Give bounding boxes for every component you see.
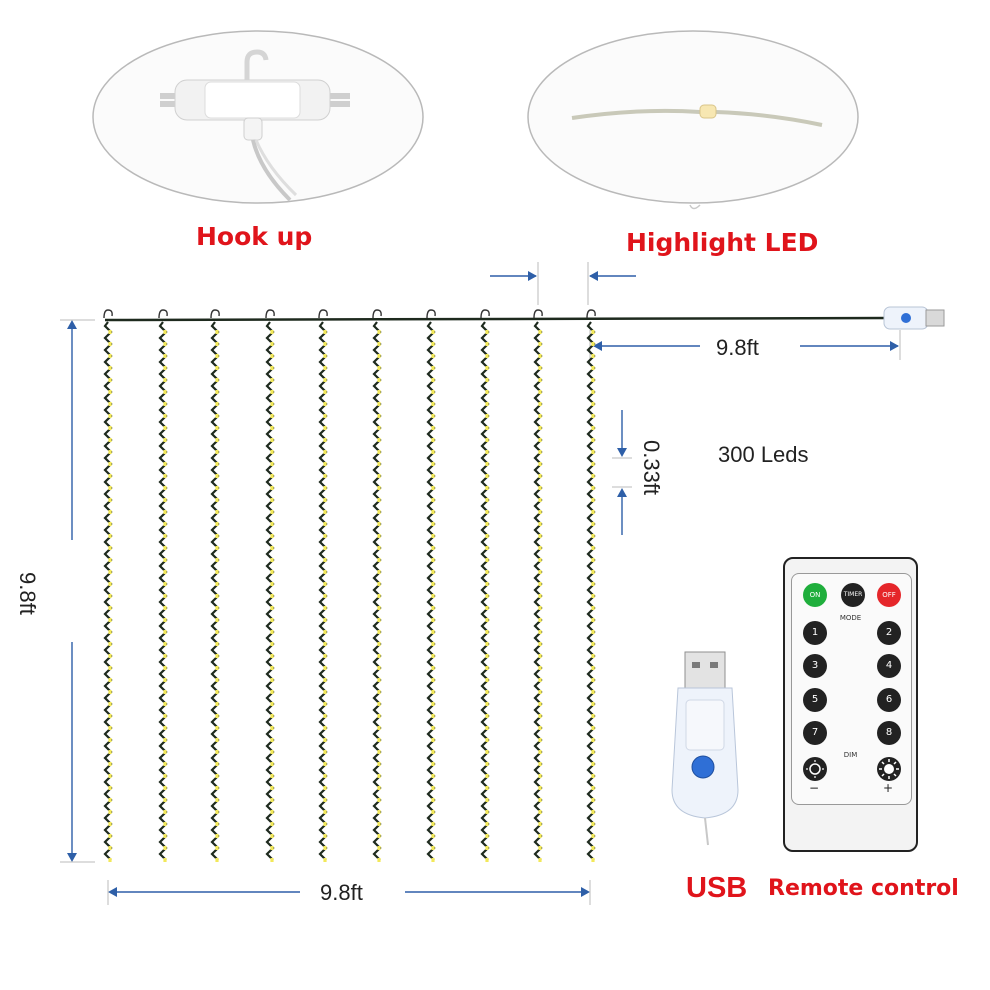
strand-hook-icon	[210, 309, 220, 319]
usb-controller-icon	[671, 651, 739, 846]
curtain-width-label: 9.8ft	[320, 880, 363, 905]
arrow-head-icon	[581, 887, 590, 897]
arrow-head-icon	[589, 271, 598, 281]
arrow-head-icon	[528, 271, 537, 281]
on-button[interactable]: ON	[803, 583, 827, 607]
led-strand	[426, 321, 436, 862]
dim-label: DIM	[843, 751, 858, 759]
usb-label: USB	[686, 872, 748, 904]
arrow-head-icon	[67, 320, 77, 329]
arrow-head-icon	[890, 341, 899, 351]
hook-up-label: Hook up	[196, 222, 313, 251]
wire-hooks	[103, 309, 596, 319]
bulb-spacing-label: 0.33ft	[639, 440, 664, 496]
main-wire	[104, 316, 891, 322]
number-key-1[interactable]: 1	[803, 621, 827, 645]
timer-button[interactable]: TIMER	[841, 583, 865, 607]
strand-hook-icon	[265, 309, 275, 319]
led-bulb-icon	[571, 104, 823, 210]
number-key-2[interactable]: 2	[877, 621, 901, 645]
led-strand	[480, 321, 490, 862]
number-key-6[interactable]: 6	[877, 688, 901, 712]
arrow-head-icon	[67, 853, 77, 862]
usb-plug-icon	[883, 306, 945, 330]
number-key-3[interactable]: 3	[803, 654, 827, 678]
mode-label: MODE	[839, 614, 862, 622]
cable-length-label: 9.8ft	[716, 335, 759, 360]
strand-hook-icon	[372, 309, 382, 319]
hook-clip-icon	[160, 49, 350, 202]
led-count-label: 300 Leds	[718, 442, 809, 467]
led-callout-ellipse	[527, 30, 859, 204]
highlight-led-label: Highlight LED	[626, 228, 819, 257]
led-strand	[533, 321, 543, 862]
callout-layer	[92, 30, 859, 210]
led-strand	[158, 321, 168, 862]
dim-up-button[interactable]	[877, 757, 901, 781]
strand-hook-icon	[480, 309, 490, 319]
led-strand	[318, 321, 328, 862]
number-key-8[interactable]: 8	[877, 721, 901, 745]
led-strands	[103, 321, 596, 862]
arrow-head-icon	[593, 341, 602, 351]
strand-hook-icon	[426, 309, 436, 319]
strand-hook-icon	[158, 309, 168, 319]
led-strand	[265, 321, 275, 862]
dim-down-button[interactable]	[803, 757, 827, 781]
minus-label: −	[809, 781, 820, 795]
strand-hook-icon	[533, 309, 543, 319]
arrow-head-icon	[617, 448, 627, 457]
remote-control-label: Remote control	[768, 876, 959, 901]
number-key-7[interactable]: 7	[803, 721, 827, 745]
arrow-head-icon	[108, 887, 117, 897]
led-strand	[586, 321, 596, 862]
dimension-arrows	[60, 262, 901, 905]
led-strand	[103, 321, 113, 862]
strand-hook-icon	[318, 309, 328, 319]
strand-hook-icon	[103, 309, 113, 319]
curtain-height-label: 9.8ft	[15, 572, 40, 615]
plus-label: +	[883, 781, 894, 795]
led-strand	[210, 321, 220, 862]
arrow-head-icon	[617, 488, 627, 497]
number-key-4[interactable]: 4	[877, 654, 901, 678]
strand-hook-icon	[586, 309, 596, 319]
led-strand	[372, 321, 382, 862]
off-button[interactable]: OFF	[877, 583, 901, 607]
number-key-5[interactable]: 5	[803, 688, 827, 712]
remote-control: ON TIMER OFF MODE 1 2 3 4 5 6 7 8 DIM − +	[783, 557, 918, 852]
